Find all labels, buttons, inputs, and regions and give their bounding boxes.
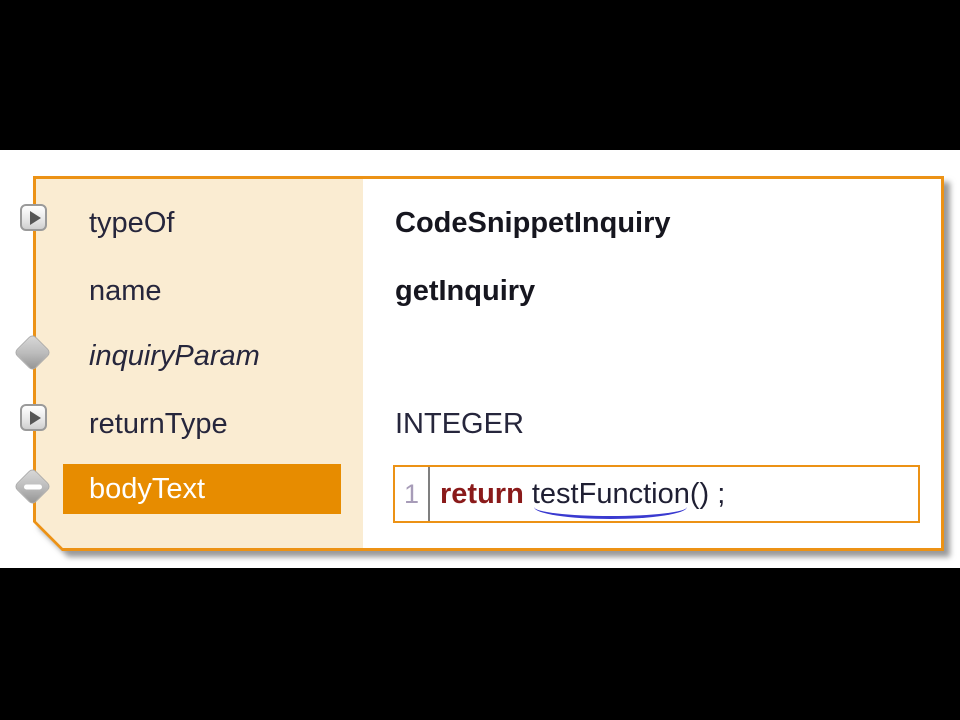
property-label-bodytext[interactable]: bodyText	[89, 473, 206, 505]
bodytext-code-editor[interactable]: 1 return testFunction() ;	[393, 465, 920, 523]
expand-arrow-icon	[20, 404, 47, 431]
code-line[interactable]: return testFunction() ;	[430, 467, 918, 521]
property-panel-body: typeOf name inquiryParam returnType body…	[36, 179, 941, 548]
property-value-typeof: CodeSnippetInquiry	[395, 207, 671, 239]
expand-arrow-icon	[20, 204, 47, 231]
code-identifier: testFunction	[531, 477, 690, 510]
property-value-returntype: INTEGER	[395, 408, 524, 440]
property-value-name: getInquiry	[395, 275, 536, 307]
code-space	[524, 478, 532, 511]
inquiryparam-handle[interactable]	[13, 333, 52, 372]
line-number: 1	[403, 478, 420, 509]
code-keyword: return	[440, 477, 524, 510]
property-label-typeof[interactable]: typeOf	[89, 207, 175, 239]
code-suffix: () ;	[689, 477, 726, 510]
returntype-expand-button[interactable]	[20, 404, 47, 431]
property-label-name[interactable]: name	[89, 275, 162, 307]
property-panel-border: typeOf name inquiryParam returnType body…	[33, 176, 944, 551]
selected-row-highlight[interactable]	[63, 464, 341, 514]
gutter-separator	[428, 467, 430, 521]
property-panel: typeOf name inquiryParam returnType body…	[33, 176, 944, 551]
property-label-inquiryparam[interactable]: inquiryParam	[89, 340, 260, 372]
minus-glyph	[23, 484, 42, 489]
bodytext-collapse-button[interactable]	[13, 467, 52, 506]
diamond-icon	[13, 333, 52, 372]
typeof-expand-button[interactable]	[20, 204, 47, 231]
property-label-returntype[interactable]: returnType	[89, 408, 228, 440]
